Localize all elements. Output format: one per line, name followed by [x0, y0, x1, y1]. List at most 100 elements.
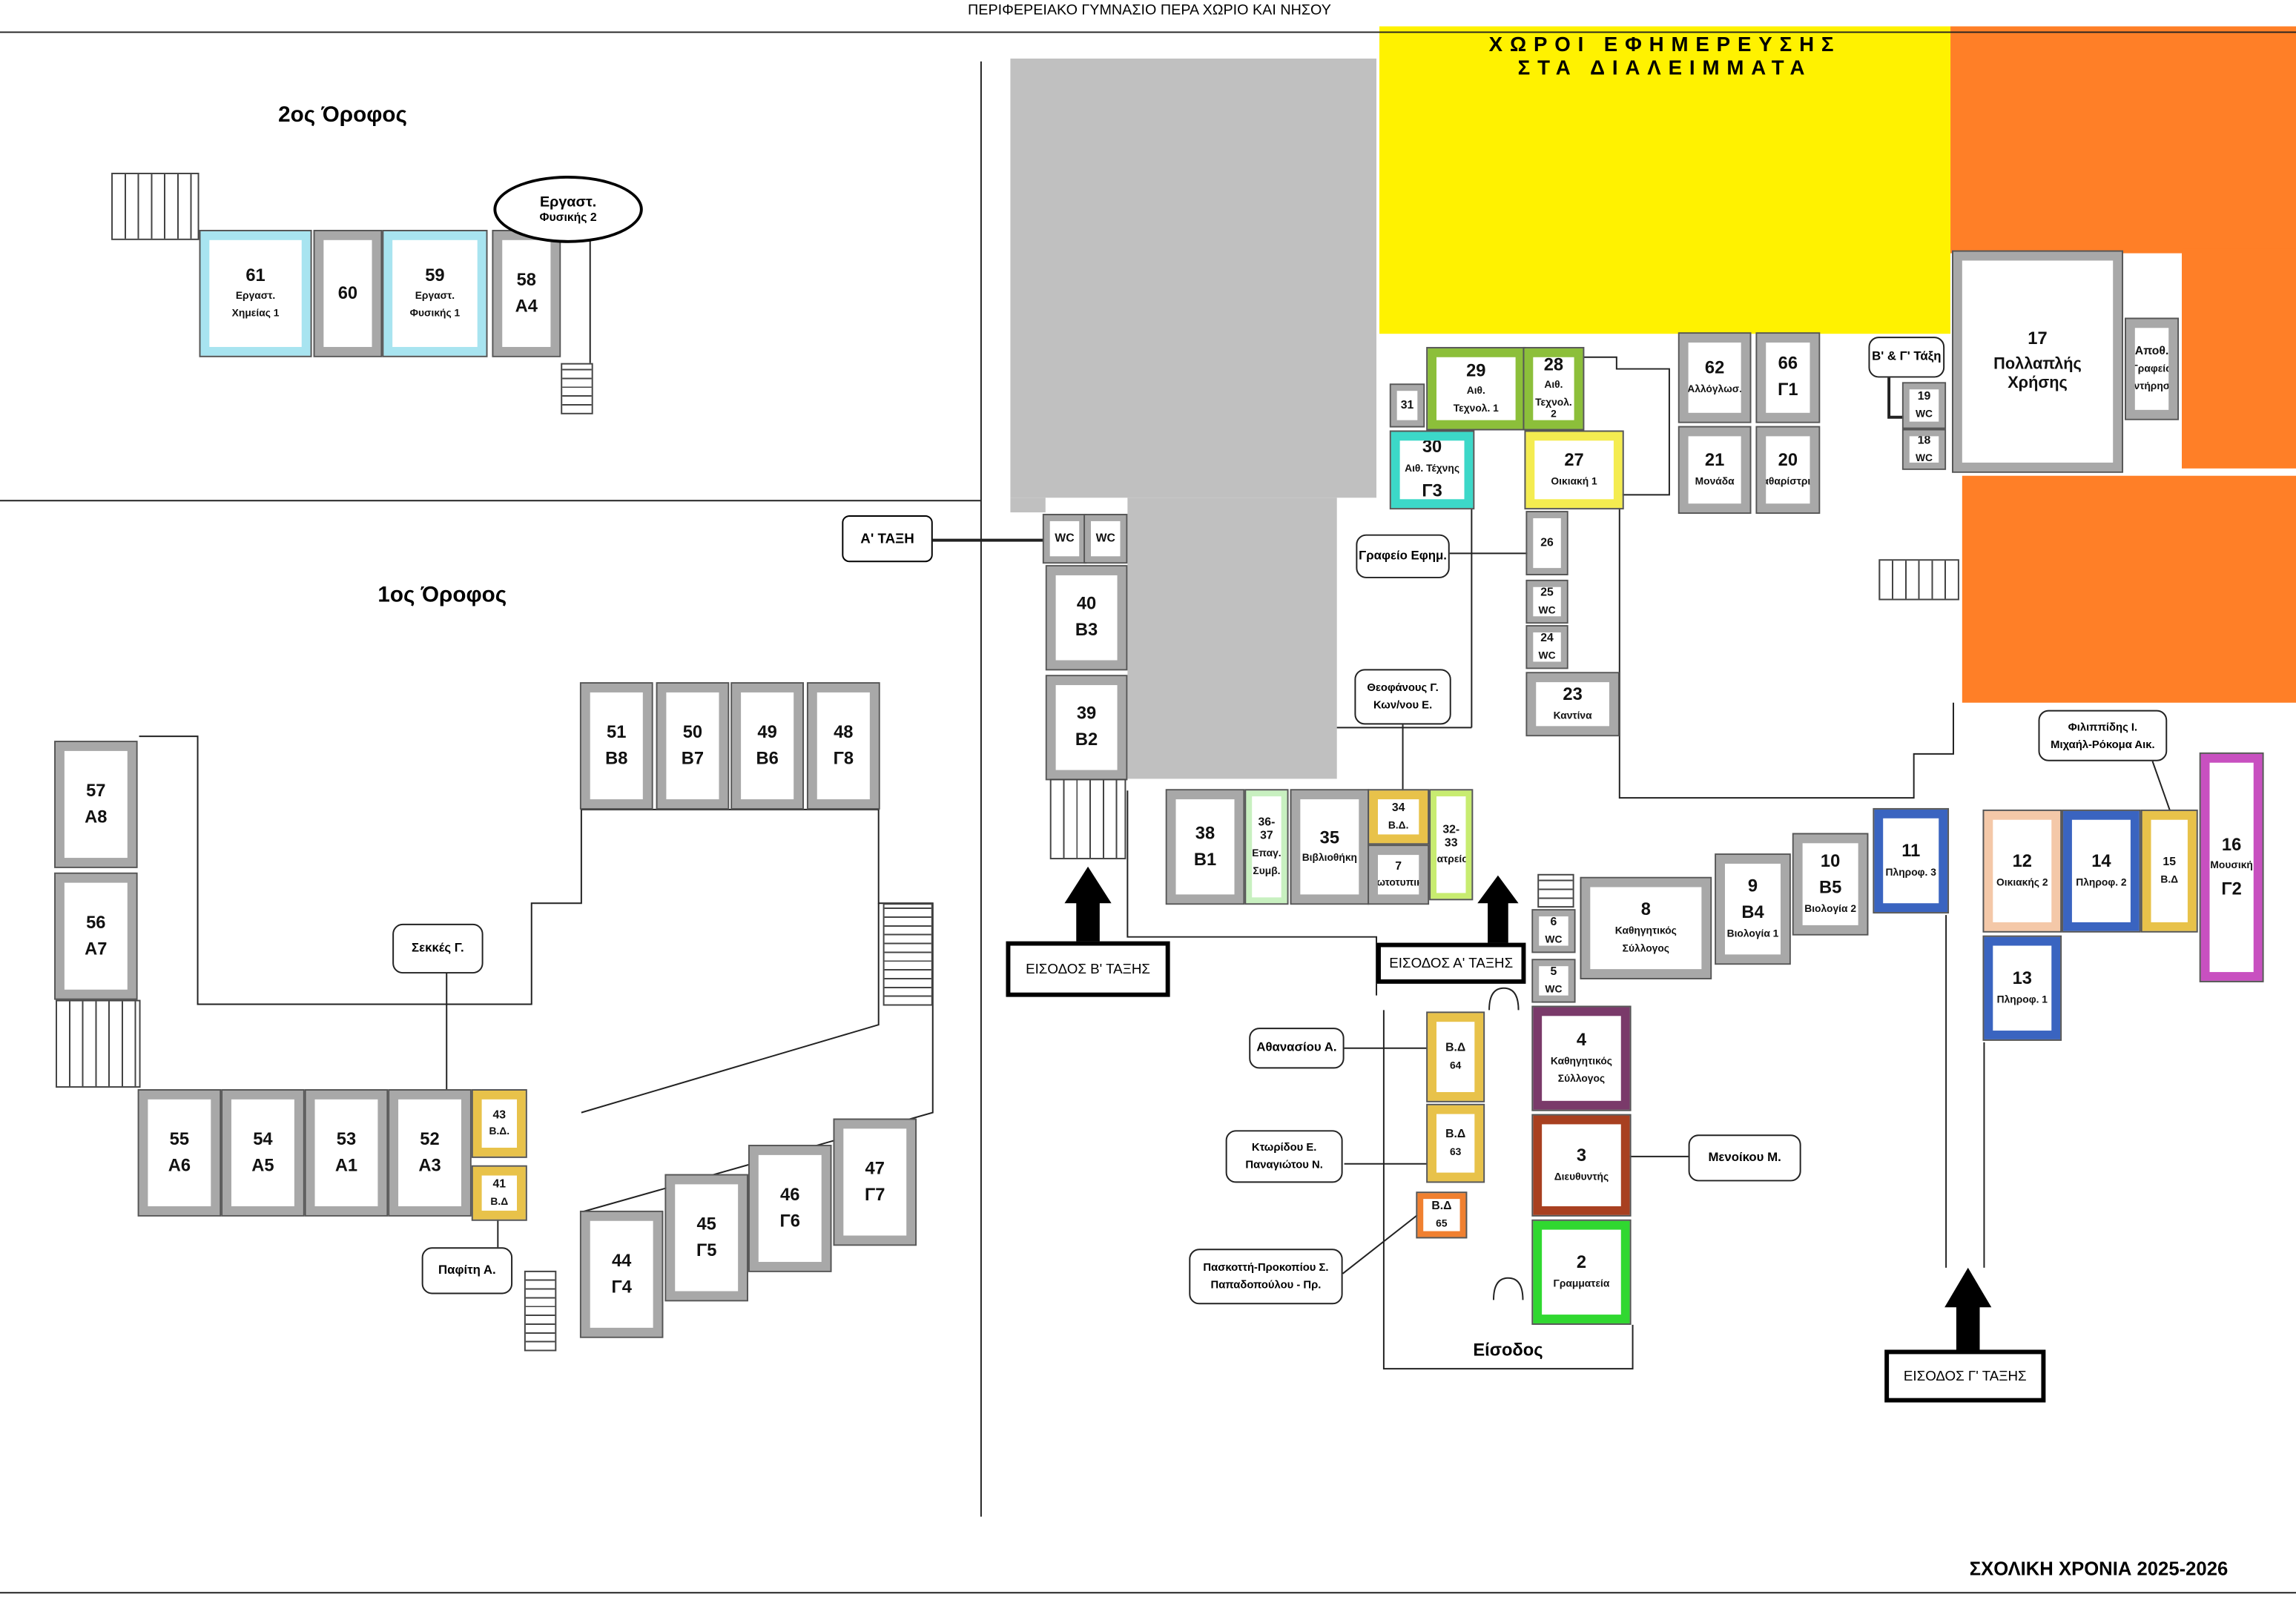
note-athanasiou: Αθανασίου Α.	[1249, 1028, 1345, 1069]
room-number: 51	[607, 721, 627, 742]
room-label: Επαγ.	[1252, 848, 1281, 859]
room-number: 17	[2028, 328, 2048, 349]
room-label: Αλλόγλωσ.	[1687, 385, 1743, 395]
note-text: Γραφείο Εφημ.	[1359, 547, 1447, 563]
room-number: 3	[1576, 1145, 1587, 1165]
room-number: 52	[420, 1128, 440, 1149]
note-text: Κων/νου Ε.	[1373, 698, 1433, 712]
note-sekkes: Σεκκές Γ.	[392, 923, 484, 974]
room-number: 5	[1550, 965, 1557, 979]
room-label: Α5	[251, 1154, 274, 1175]
room-label: Α6	[168, 1154, 191, 1175]
room-number: 14	[2091, 850, 2111, 871]
room-label: WC	[1545, 985, 1563, 995]
room-number: 40	[1076, 593, 1097, 614]
duty-zone-line2: ΣΤΑ ΔΙΑΛΕΙΜΜΑΤΑ	[1517, 56, 1812, 79]
note-text: Πασκοττή-Προκοπίου Σ.	[1203, 1260, 1329, 1274]
room-label: Γ8	[833, 747, 854, 768]
school-year: ΣΧΟΛΙΚΗ ΧΡΟΝΙΑ 2025-2026	[1969, 1557, 2229, 1580]
room-label: Εργαστ.	[415, 291, 455, 302]
room-label: Γ3	[1422, 480, 1442, 501]
room-label: Β3	[1075, 619, 1098, 640]
stairs-icon	[1049, 778, 1126, 860]
note-text: Παπαδοπούλου - Πρ.	[1210, 1277, 1322, 1292]
room-number: 13	[2012, 968, 2032, 988]
room-label: Εργαστ.	[235, 291, 276, 302]
room-label: Φωτοτυπική	[1369, 878, 1428, 889]
room-number: 49	[757, 721, 777, 742]
room-label: Γ4	[611, 1275, 632, 1297]
note-bg-taxi: Β' & Γ' Τάξη	[1868, 337, 1945, 378]
room-label: Β2	[1075, 729, 1098, 750]
stairs-icon	[1878, 559, 1959, 601]
note-theofanous: Θεοφάνους Γ.Κων/νου Ε.	[1354, 669, 1451, 725]
room-label: Βιβλιοθήκη	[1302, 853, 1357, 864]
stairs-icon	[524, 1270, 557, 1352]
gray-zone	[1010, 58, 1377, 498]
note-paskotti: Πασκοττή-Προκοπίου Σ. Παπαδοπούλου - Πρ.	[1189, 1249, 1343, 1305]
note-text: Παναγιώτου Ν.	[1245, 1157, 1323, 1171]
room-number: 15	[2163, 855, 2177, 869]
note-text: Μιχαήλ-Ρόκομα Αικ.	[2051, 737, 2155, 750]
room-label: Β.Δ	[2160, 874, 2179, 885]
room-label: Ιατρείο	[1434, 855, 1468, 866]
room-number: 11	[1901, 840, 1921, 862]
room-wc-b: WC	[1083, 514, 1128, 564]
room-label: Αιθ.	[1544, 381, 1563, 391]
room-label: Μουσική	[2210, 861, 2253, 872]
room-number: Β.Δ	[1445, 1041, 1466, 1055]
note-pafiti: Παφίτη Α.	[421, 1247, 513, 1295]
room-label: Αιθ.	[1466, 386, 1485, 397]
room-label: WC	[1538, 650, 1556, 661]
room-number: 31	[1400, 398, 1414, 412]
room-number: 59	[425, 264, 445, 285]
room-label: Γ7	[865, 1183, 885, 1205]
room-number: 23	[1563, 684, 1583, 704]
room-number: 29	[1466, 359, 1486, 380]
room-label: Οικιακή 1	[1551, 477, 1597, 488]
room-label: Καθηγητικός	[1550, 1057, 1613, 1068]
stairs-icon	[111, 172, 199, 240]
room-number: 7	[1395, 859, 1402, 873]
arrow-up-icon	[1477, 875, 1519, 943]
room-wc-a: WC	[1042, 514, 1087, 564]
room-label: Σύλλογος	[1622, 944, 1669, 955]
balloon-line1: Εργαστ.	[539, 194, 597, 211]
room-number: 36-37	[1258, 816, 1276, 843]
stairs-icon	[883, 903, 933, 1006]
room-label: Γραφείο	[2131, 363, 2172, 374]
room-label: WC	[1915, 453, 1933, 464]
room-number: 32-33	[1442, 822, 1460, 850]
room-number: 54	[253, 1128, 273, 1149]
room-label: Καθηγητικός	[1614, 926, 1677, 937]
room-label: Β4	[1741, 902, 1764, 922]
note-ktoridou: Κτωρίδου Ε.Παναγιώτου Ν.	[1225, 1130, 1343, 1183]
room-label: Γ2	[2221, 877, 2242, 899]
note-text: Σεκκές Γ.	[412, 940, 464, 955]
room-label: Πληροφ. 2	[2076, 878, 2127, 889]
second-floor-title: 2ος Όροφος	[278, 102, 407, 128]
room-number: 47	[865, 1157, 885, 1178]
duty-zone: ΧΩΡΟΙ ΕΦΗΜΕΡΕΥΣΗΣ ΣΤΑ ΔΙΑΛΕΙΜΜΑΤΑ	[1379, 26, 1951, 334]
room-label: Καθαρίστριες	[1757, 477, 1819, 488]
room-store: Αποθ.ΓραφείοΣυντήρησης	[2124, 317, 2180, 420]
